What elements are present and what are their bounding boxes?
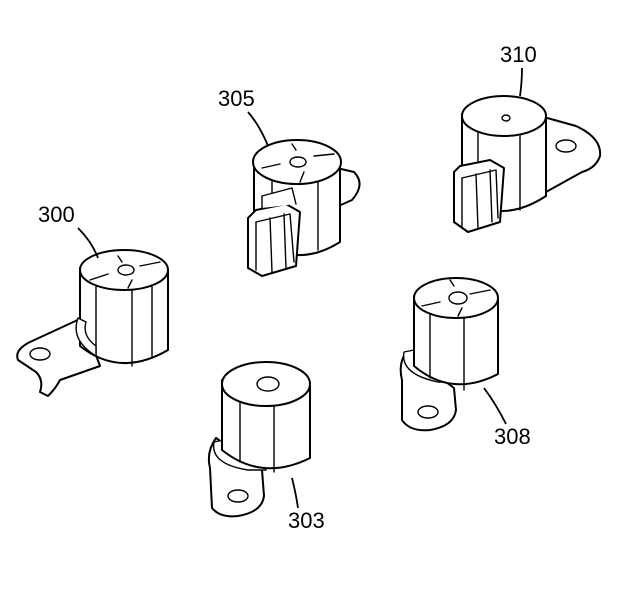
callout-310-label: 310 [500,42,537,67]
solenoid-303-mount-hole [227,489,249,503]
callout-303-leader [291,477,299,509]
solenoid-310 [453,95,602,233]
callout-308-leader [483,387,507,425]
solenoid-300-mount-hole [29,347,51,361]
solenoid-303 [207,361,311,518]
callout-300-leader [77,227,99,259]
callout-310-leader [519,67,523,97]
solenoid-310-bracket [539,115,602,199]
callout-303: 303 [288,477,325,533]
callout-310: 310 [500,42,537,97]
callout-308: 308 [483,387,531,449]
callout-308-label: 308 [494,424,531,449]
callout-305-label: 305 [218,86,255,111]
callout-305-leader [247,111,269,147]
solenoid-305 [247,139,361,277]
solenoid-310-mount-hole [555,139,577,153]
solenoid-308 [399,277,499,432]
callout-303-label: 303 [288,508,325,533]
solenoid-308-mount-hole [417,405,439,419]
solenoid-305-connector [247,203,301,277]
solenoid-300 [16,249,169,397]
callout-300-label: 300 [38,202,75,227]
callout-300: 300 [38,202,99,259]
callout-305: 305 [218,86,269,147]
